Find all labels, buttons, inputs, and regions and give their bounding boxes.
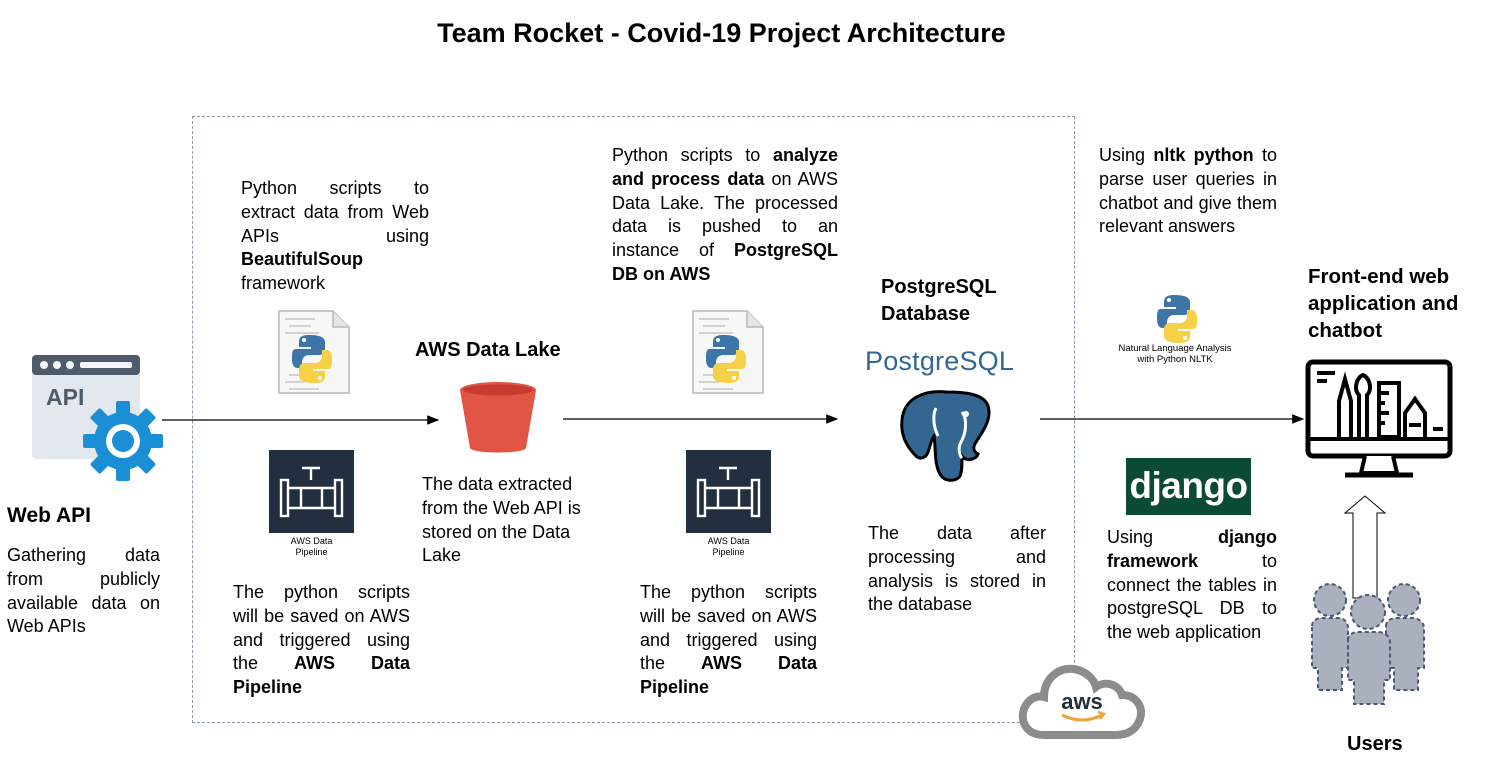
data-lake-description: The data extracted from the Web API is s… (422, 474, 581, 566)
python-script-icon (275, 309, 353, 397)
pipeline1-description: The python scripts will be saved on AWS … (233, 582, 410, 698)
postgres-description: The data after processing and analysis i… (868, 523, 1046, 615)
django-description: Using django framework to connect the ta… (1107, 527, 1277, 643)
python-logo-icon (1153, 295, 1201, 343)
web-api-heading: Web API (7, 504, 92, 527)
svg-text:aws: aws (1061, 689, 1103, 714)
svg-text:API: API (46, 384, 84, 410)
users-group-icon (1308, 580, 1430, 706)
pipeline-label-line2: Pipeline (295, 547, 328, 557)
monitor-tools-icon (1305, 359, 1453, 483)
pipeline2-description: The python scripts will be saved on AWS … (640, 582, 817, 698)
python-script-icon (689, 309, 767, 397)
users-label: Users (1347, 733, 1403, 755)
pipeline-label-line2: Pipeline (712, 547, 745, 557)
diagram-title: Team Rocket - Covid-19 Project Architect… (437, 18, 1006, 48)
postgres-logo-text: PostgreSQL (865, 346, 1015, 376)
arrow-users-to-frontend (1343, 495, 1387, 599)
api-gear-icon: API (30, 353, 166, 487)
extract-description: Python scripts to extract data from Web … (241, 178, 429, 294)
data-lake-heading: AWS Data Lake (415, 339, 561, 361)
process-description: Python scripts to analyze and process da… (612, 145, 838, 284)
web-api-description: Gathering data from publicly available d… (7, 545, 160, 637)
nltk-description: Using nltk python to parse user queries … (1099, 145, 1277, 237)
aws-cloud-icon: aws (1016, 655, 1148, 743)
s3-bucket-icon (458, 380, 538, 456)
pipeline-label-line1: AWS Data (290, 536, 333, 546)
django-logo: django (1126, 458, 1251, 515)
frontend-heading: Front-end web application and chatbot (1308, 265, 1459, 342)
postgres-elephant-icon (896, 386, 996, 486)
pipeline-label-line1: AWS Data (707, 536, 750, 546)
